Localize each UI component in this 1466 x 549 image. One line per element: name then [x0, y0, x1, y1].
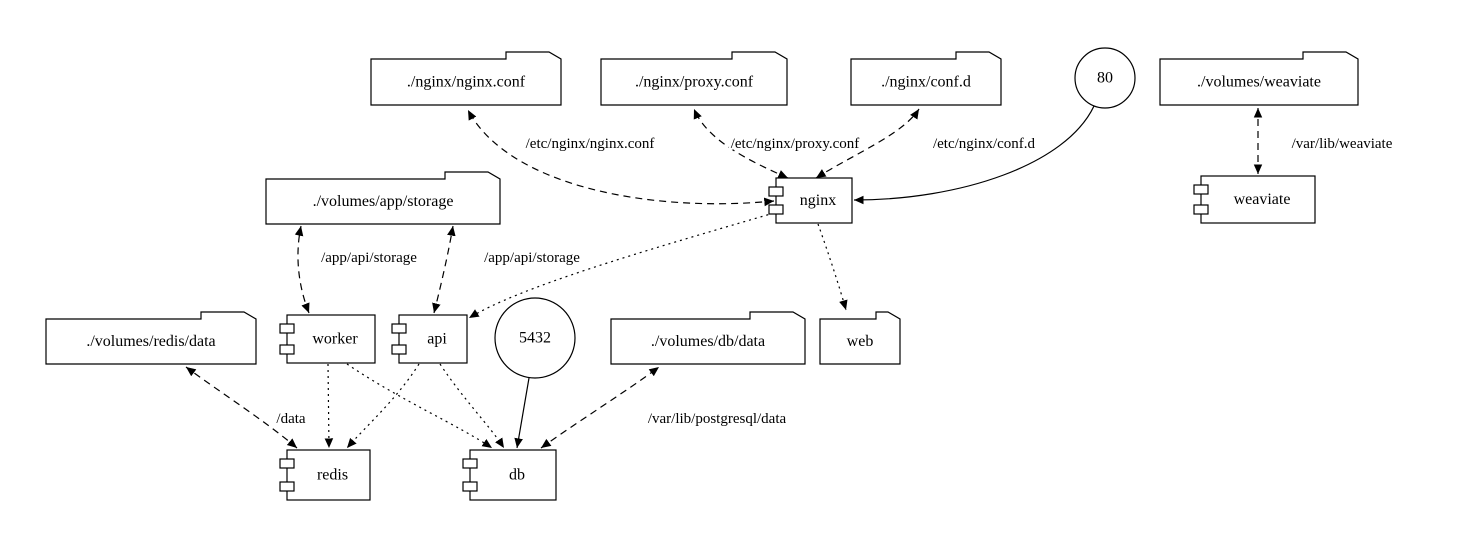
edge-worker-to-db: [346, 363, 493, 449]
node-label-volumes-redis-data: ./volumes/redis/data: [86, 333, 215, 350]
folder-icon: [265, 171, 501, 225]
node-port-80: 80: [1074, 47, 1136, 109]
node-label-redis: redis: [317, 467, 348, 484]
edge-nginx-to-api: [468, 212, 775, 319]
node-label-nginx: nginx: [800, 192, 836, 209]
component-box: [286, 449, 371, 501]
component-tab-icon: [462, 458, 478, 469]
edge-label-nginx-to-nginx-conf: /etc/nginx/nginx.conf: [526, 136, 655, 152]
node-conf-d-folder: ./nginx/conf.d: [850, 51, 1002, 106]
node-volumes-db-data: ./volumes/db/data: [610, 311, 806, 365]
node-label-port-80: 80: [1097, 70, 1113, 87]
node-label-conf-d-folder: ./nginx/conf.d: [881, 74, 971, 91]
node-redis: redis: [279, 449, 371, 501]
node-port-5432: 5432: [494, 297, 576, 379]
edge-port-80-to-nginx: [853, 105, 1095, 205]
folder-icon: [370, 51, 562, 106]
folder-icon: [600, 51, 788, 106]
edge-nginx-to-conf-d: /etc/nginx/conf.d: [815, 108, 1038, 179]
nodes-layer: ./nginx/nginx.conf ./nginx/proxy.conf ./ng…: [45, 47, 1359, 501]
edges-layer: /etc/nginx/nginx.conf/etc/nginx/proxy.co…: [185, 105, 1395, 449]
folder-icon: [610, 311, 806, 365]
node-label-proxy-conf-file: ./nginx/proxy.conf: [635, 74, 754, 91]
node-proxy-conf-file: ./nginx/proxy.conf: [600, 51, 788, 106]
edge-label-worker-to-app-storage: /app/api/storage: [321, 250, 417, 266]
edge-label-db-to-volumes-db-data: /var/lib/postgresql/data: [648, 411, 787, 427]
edge-nginx-to-nginx-conf: /etc/nginx/nginx.conf: [467, 109, 775, 207]
node-nginx-conf-file: ./nginx/nginx.conf: [370, 51, 562, 106]
component-box: [398, 314, 468, 364]
node-label-nginx-conf-file: ./nginx/nginx.conf: [407, 74, 526, 91]
edge-weaviate-to-volumes-weaviate: /var/lib/weaviate: [1253, 108, 1395, 174]
edge-nginx-to-web: [817, 223, 848, 311]
component-tab-icon: [279, 481, 295, 492]
component-box: [1200, 175, 1316, 224]
component-tab-icon: [768, 204, 784, 215]
node-label-volumes-app-storage: ./volumes/app/storage: [313, 193, 454, 210]
edge-nginx-to-proxy-conf: /etc/nginx/proxy.conf: [693, 108, 861, 179]
node-volumes-weaviate: ./volumes/weaviate: [1159, 51, 1359, 106]
node-label-worker: worker: [312, 331, 358, 348]
component-tab-icon: [391, 323, 407, 334]
node-label-volumes-db-data: ./volumes/db/data: [651, 333, 765, 350]
node-label-web: web: [847, 333, 874, 350]
component-tab-icon: [279, 323, 295, 334]
folder-icon: [1159, 51, 1359, 106]
node-label-port-5432: 5432: [519, 330, 551, 347]
edge-redis-to-volumes-redis-data: /data: [185, 366, 308, 449]
edge-api-to-db: [439, 363, 505, 449]
node-web: web: [819, 311, 901, 365]
node-label-weaviate: weaviate: [1234, 191, 1291, 208]
component-tab-icon: [1193, 184, 1209, 195]
port-circle: [1074, 47, 1136, 109]
component-box: [775, 177, 853, 224]
node-label-api: api: [427, 331, 447, 348]
edge-label-redis-to-volumes-redis-data: /data: [276, 411, 305, 427]
node-volumes-app-storage: ./volumes/app/storage: [265, 171, 501, 225]
node-api: api: [391, 314, 468, 364]
node-weaviate: weaviate: [1193, 175, 1316, 224]
folder-icon: [45, 311, 257, 365]
node-db: db: [462, 449, 557, 501]
edge-label-nginx-to-proxy-conf: /etc/nginx/proxy.conf: [731, 136, 860, 152]
port-circle: [494, 297, 576, 379]
node-nginx: nginx: [768, 177, 853, 224]
edge-port-5432-to-db: [514, 377, 530, 449]
edge-db-to-volumes-db-data: /var/lib/postgresql/data: [540, 366, 788, 449]
edge-worker-to-app-storage: /app/api/storage: [294, 225, 419, 314]
component-box: [286, 314, 376, 364]
edge-api-to-redis: [346, 363, 420, 449]
edge-worker-to-redis: [324, 363, 334, 449]
edge-label-weaviate-to-volumes-weaviate: /var/lib/weaviate: [1292, 136, 1393, 152]
component-tab-icon: [462, 481, 478, 492]
folder-icon: [819, 311, 901, 365]
component-tab-icon: [1193, 204, 1209, 215]
node-label-db: db: [509, 467, 525, 484]
node-label-volumes-weaviate: ./volumes/weaviate: [1197, 74, 1321, 91]
component-tab-icon: [391, 344, 407, 355]
folder-icon: [850, 51, 1002, 106]
edge-label-api-to-app-storage: /app/api/storage: [484, 250, 580, 266]
component-tab-icon: [768, 186, 784, 197]
edge-label-nginx-to-conf-d: /etc/nginx/conf.d: [933, 136, 1036, 152]
component-tab-icon: [279, 344, 295, 355]
component-tab-icon: [279, 458, 295, 469]
component-box: [469, 449, 557, 501]
node-worker: worker: [279, 314, 376, 364]
edge-api-to-app-storage: /app/api/storage: [432, 225, 582, 314]
node-volumes-redis-data: ./volumes/redis/data: [45, 311, 257, 365]
